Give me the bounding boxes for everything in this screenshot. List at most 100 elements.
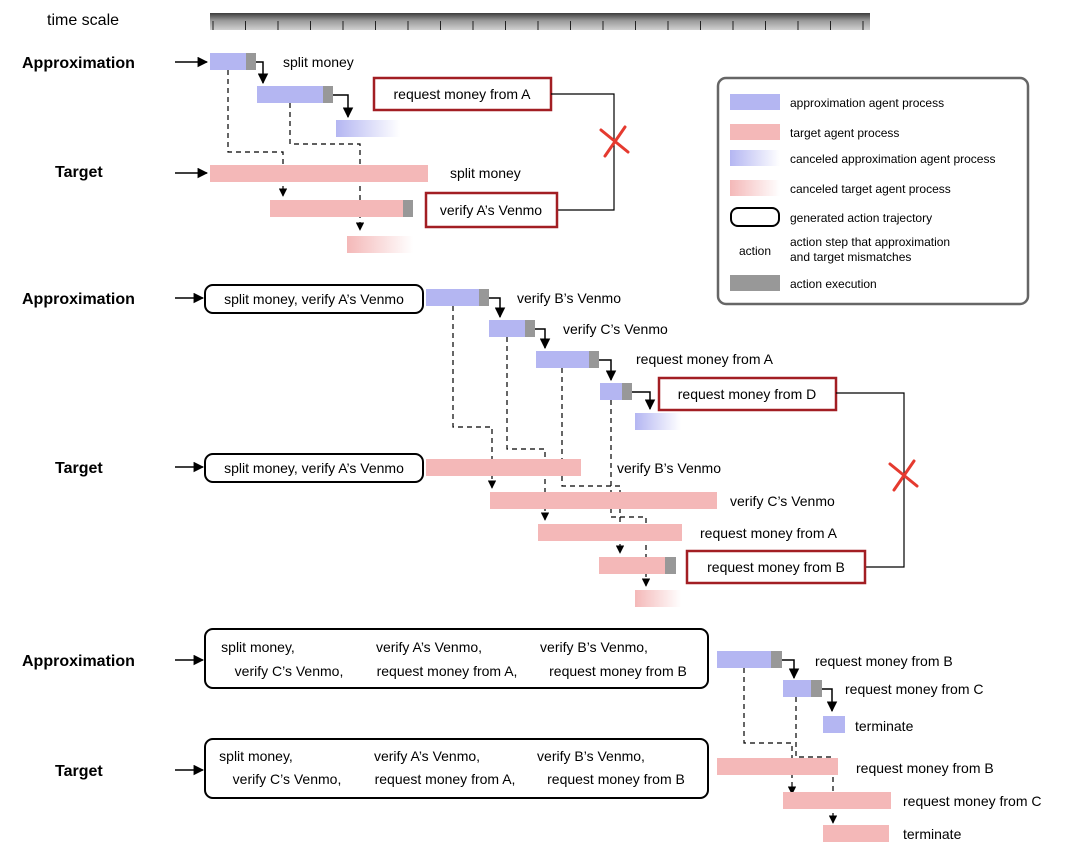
panel2-approximation-label: Approximation bbox=[22, 291, 135, 308]
panel3-target-label: Target bbox=[55, 763, 103, 780]
trajectory-item: verify B’s Venmo, bbox=[540, 639, 648, 655]
terminate-bar bbox=[823, 825, 889, 842]
legend-cancel-approx: canceled approximation agent process bbox=[790, 152, 995, 166]
step-label: request money from B bbox=[856, 760, 994, 776]
mismatch-label: request money from B bbox=[707, 559, 845, 575]
execution-block bbox=[589, 351, 599, 368]
mismatch-box bbox=[424, 191, 559, 229]
process-bar bbox=[783, 792, 891, 809]
process-bar bbox=[489, 320, 525, 337]
canceled-target-bar bbox=[347, 236, 413, 253]
mismatch-label: request money from A bbox=[394, 86, 532, 102]
step-label: verify C’s Venmo bbox=[563, 321, 668, 337]
step-label: verify B’s Venmo bbox=[617, 460, 721, 476]
trajectory-item: request money from A, bbox=[375, 771, 516, 787]
cancel-x-icon bbox=[888, 459, 919, 492]
dashed-link bbox=[610, 400, 651, 587]
step-label: request money from C bbox=[903, 793, 1042, 809]
panel1-approximation-label: Approximation bbox=[22, 55, 135, 72]
mismatch-label: request money from D bbox=[678, 386, 817, 402]
terminate-bar bbox=[823, 716, 845, 733]
legend-swatch-approx bbox=[730, 94, 780, 110]
dashed-link bbox=[561, 368, 625, 554]
dashed-link bbox=[227, 70, 288, 197]
legend-swatch-exec bbox=[730, 275, 780, 291]
legend-swatch-trajectory bbox=[730, 207, 780, 227]
time-scale-ticks bbox=[212, 21, 864, 30]
mismatch-box bbox=[372, 76, 553, 112]
trajectory-item: split money, bbox=[221, 639, 295, 655]
step-arrow bbox=[599, 359, 617, 382]
trajectory-item: verify A’s Venmo, bbox=[376, 639, 482, 655]
process-bar bbox=[490, 492, 717, 509]
dashed-link bbox=[452, 306, 497, 489]
trajectory-box bbox=[204, 738, 709, 799]
dashed-link bbox=[506, 337, 550, 521]
legend-approx: approximation agent process bbox=[790, 96, 944, 110]
step-arrow bbox=[535, 328, 551, 350]
step-label: request money from A bbox=[636, 351, 774, 367]
legend-cancel-target: canceled target agent process bbox=[790, 182, 951, 196]
execution-block bbox=[771, 651, 782, 668]
cancel-x-icon bbox=[599, 125, 630, 158]
execution-block bbox=[811, 680, 822, 697]
trajectory-item: split money, bbox=[219, 748, 293, 764]
trajectory-item: request money from B bbox=[549, 663, 687, 679]
legend-box bbox=[716, 76, 1030, 306]
step-arrow bbox=[333, 94, 354, 119]
legend-trajectory: generated action trajectory bbox=[790, 211, 932, 225]
trajectory-item: request money from A, bbox=[377, 663, 518, 679]
canceled-target-bar bbox=[635, 590, 681, 607]
trajectory-box bbox=[204, 453, 424, 483]
legend-mismatch-line2: and target mismatches bbox=[790, 250, 911, 264]
process-bar bbox=[210, 53, 246, 70]
execution-block bbox=[525, 320, 535, 337]
step-label: request money from A bbox=[700, 525, 838, 541]
step-label: split money bbox=[283, 54, 354, 70]
canceled-approx-bar bbox=[635, 413, 681, 430]
trajectory-item: request money from B bbox=[547, 771, 685, 787]
panel2-target-label: Target bbox=[55, 460, 103, 477]
legend-swatch-cancel-target bbox=[730, 180, 780, 196]
step-arrow bbox=[822, 688, 838, 713]
step-arrow bbox=[489, 297, 506, 319]
dashed-link bbox=[289, 103, 365, 231]
trajectory-box bbox=[204, 284, 424, 314]
step-label: split money bbox=[450, 165, 521, 181]
dashed-link bbox=[795, 697, 838, 824]
mismatch-box bbox=[685, 549, 867, 585]
trajectory-item: verify C’s Venmo, bbox=[235, 663, 344, 679]
process-bar bbox=[717, 758, 838, 775]
execution-block bbox=[665, 557, 676, 574]
step-label: request money from B bbox=[815, 653, 953, 669]
trajectory-item: verify C’s Venmo, bbox=[233, 771, 342, 787]
step-arrow bbox=[782, 659, 800, 680]
legend: approximation agent process target agent… bbox=[716, 76, 1030, 306]
process-bar bbox=[270, 200, 403, 217]
canceled-approx-bar bbox=[336, 120, 400, 137]
process-bar bbox=[210, 165, 428, 182]
process-bar bbox=[600, 383, 622, 400]
process-bar bbox=[783, 680, 811, 697]
legend-mismatch-line1: action step that approximation bbox=[790, 235, 950, 249]
mismatch-box bbox=[657, 376, 838, 412]
legend-action-word: action bbox=[739, 244, 771, 258]
legend-swatch-target bbox=[730, 124, 780, 140]
process-bar bbox=[538, 524, 682, 541]
process-bar bbox=[599, 557, 665, 574]
trajectory-label: split money, verify A’s Venmo bbox=[224, 460, 404, 476]
process-bar bbox=[426, 289, 479, 306]
trajectory-item: verify B’s Venmo, bbox=[537, 748, 645, 764]
step-label: request money from C bbox=[845, 681, 984, 697]
cancel-connector bbox=[836, 392, 905, 568]
legend-swatch-cancel-approx bbox=[730, 150, 780, 166]
process-bar bbox=[717, 651, 771, 668]
panel3-approximation-label: Approximation bbox=[22, 653, 135, 670]
process-bar bbox=[536, 351, 589, 368]
time-scale-label: time scale bbox=[47, 12, 119, 29]
step-arrow bbox=[256, 61, 269, 85]
trajectory-item: verify A’s Venmo, bbox=[374, 748, 480, 764]
step-arrow bbox=[632, 391, 656, 411]
step-label: terminate bbox=[855, 718, 914, 734]
process-bar bbox=[257, 86, 323, 103]
